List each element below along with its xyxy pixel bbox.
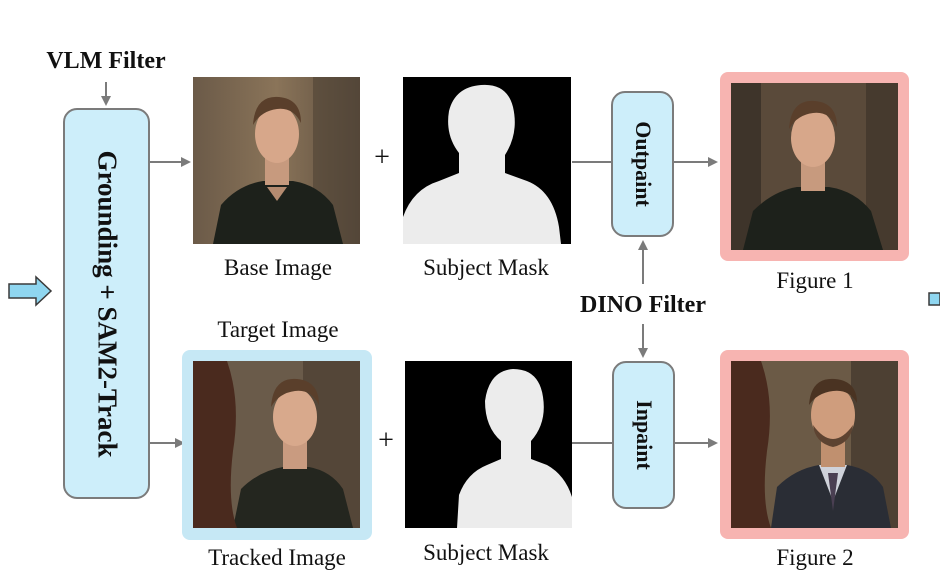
subject-mask-bottom (405, 361, 572, 528)
input-arrow-icon (8, 275, 53, 307)
base-image-label: Base Image (224, 255, 332, 280)
subject-mask-bottom-label: Subject Mask (423, 540, 549, 565)
vlm-filter-label: VLM Filter (46, 48, 166, 74)
grounding-sam2-track-box: Grounding + SAM2-Track (63, 108, 150, 499)
inpaint-box: Inpaint (612, 361, 675, 509)
outpaint-box: Outpaint (611, 91, 674, 237)
inpaint-label: Inpaint (631, 400, 657, 470)
target-image-label: Target Image (217, 317, 339, 342)
plus-sign-bottom: + (378, 425, 394, 456)
dino-filter-label: DINO Filter (580, 292, 706, 318)
subject-mask-top (403, 77, 571, 244)
grounding-sam2-track-label: Grounding + SAM2-Track (92, 150, 122, 457)
figure-1-label: Figure 1 (776, 268, 854, 293)
plus-sign-top: + (374, 142, 390, 173)
subject-mask-top-label: Subject Mask (423, 255, 549, 280)
tracked-image-label: Tracked Image (208, 545, 346, 570)
figure-2-label: Figure 2 (776, 545, 854, 570)
base-image (193, 77, 360, 244)
outpaint-label: Outpaint (630, 121, 656, 207)
figure-1-image (731, 83, 898, 250)
figure-2-image (731, 361, 898, 528)
output-arrow-icon (928, 292, 940, 306)
tracked-image (193, 361, 360, 528)
